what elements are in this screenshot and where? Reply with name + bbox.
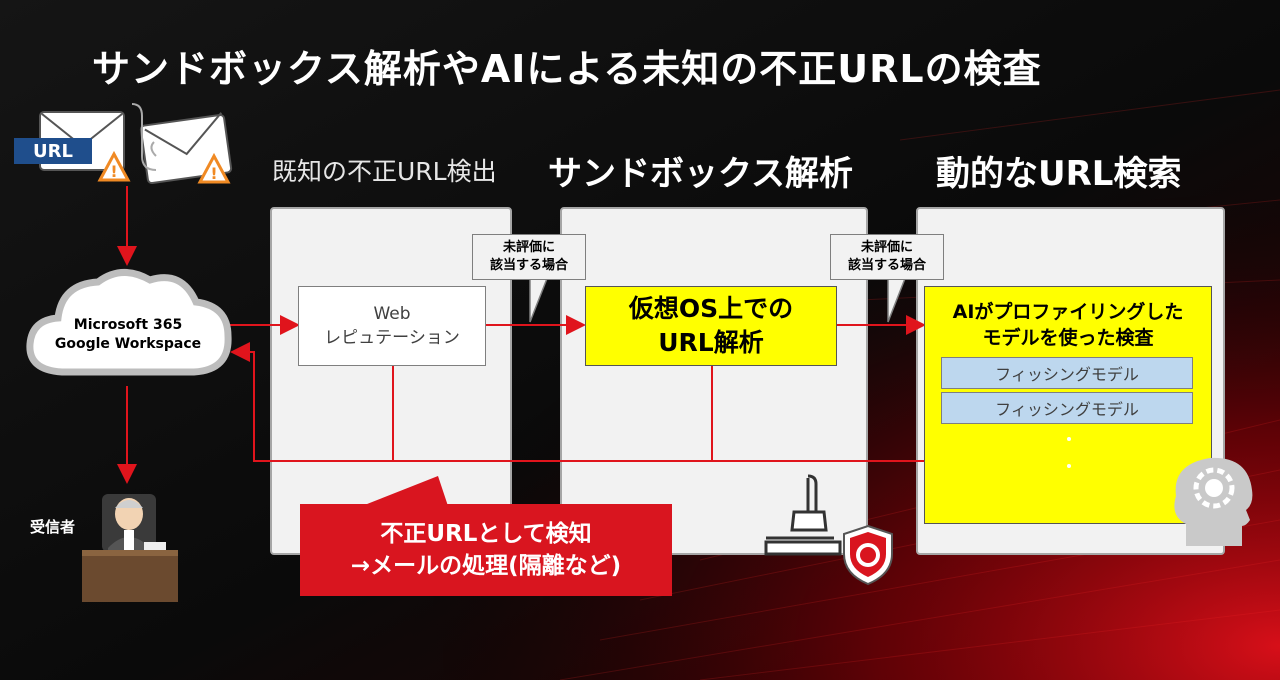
column-heading-known: 既知の不正URL検出 (272, 157, 497, 186)
callout-unrated-2: 未評価に 該当する場合 (830, 234, 944, 280)
virtual-os-box: 仮想OS上での URL解析 (585, 286, 837, 366)
svg-text:!: ! (210, 164, 217, 183)
web-reputation-line-1: Web (373, 304, 411, 324)
web-reputation-box: Web レピュテーション (298, 286, 486, 366)
phishing-model-1: フィッシングモデル (941, 357, 1193, 389)
sandbox-icon (764, 474, 842, 556)
ai-line-2: モデルを使った検査 (982, 327, 1154, 349)
cloud-line-2: Google Workspace (54, 336, 202, 352)
callout-line-1: 未評価に (502, 240, 555, 255)
page-title: サンドボックス解析やAIによる未知の不正URLの検査 (92, 47, 1042, 91)
recipient-icon (82, 494, 178, 602)
cloud-icon (26, 269, 232, 376)
column-heading-sandbox: サンドボックス解析 (548, 154, 853, 194)
recipient-label: 受信者 (30, 518, 76, 536)
shield-icon (843, 524, 893, 586)
virtual-os-line-1: 仮想OS上での (628, 294, 794, 323)
detection-line-1: 不正URLとして検知 (380, 521, 592, 547)
callout-unrated-1: 未評価に 該当する場合 (472, 234, 586, 280)
cloud-line-1: Microsoft 365 (73, 317, 183, 333)
ellipsis-dot (1067, 464, 1071, 468)
detection-line-2: →メールの処理(隔離など) (350, 553, 622, 579)
ai-head-icon (1174, 457, 1253, 546)
column-heading-dynamic: 動的なURL検索 (936, 154, 1182, 194)
svg-text:!: ! (110, 162, 117, 181)
ai-line-1: AIがプロファイリングした (952, 301, 1184, 323)
callout-line-2: 該当する場合 (489, 258, 568, 273)
callout-line-1: 未評価に (860, 240, 913, 255)
ellipsis-dot (1067, 437, 1071, 441)
web-reputation-line-2: レピュテーション (324, 328, 460, 348)
phishing-model-2: フィッシングモデル (941, 392, 1193, 424)
detection-banner: 不正URLとして検知 →メールの処理(隔離など) (300, 504, 672, 596)
virtual-os-line-2: URL解析 (658, 328, 764, 357)
cloud-label: Microsoft 365 Google Workspace (38, 316, 218, 354)
callout-line-2: 該当する場合 (847, 258, 926, 273)
url-tag: URL (14, 138, 92, 164)
